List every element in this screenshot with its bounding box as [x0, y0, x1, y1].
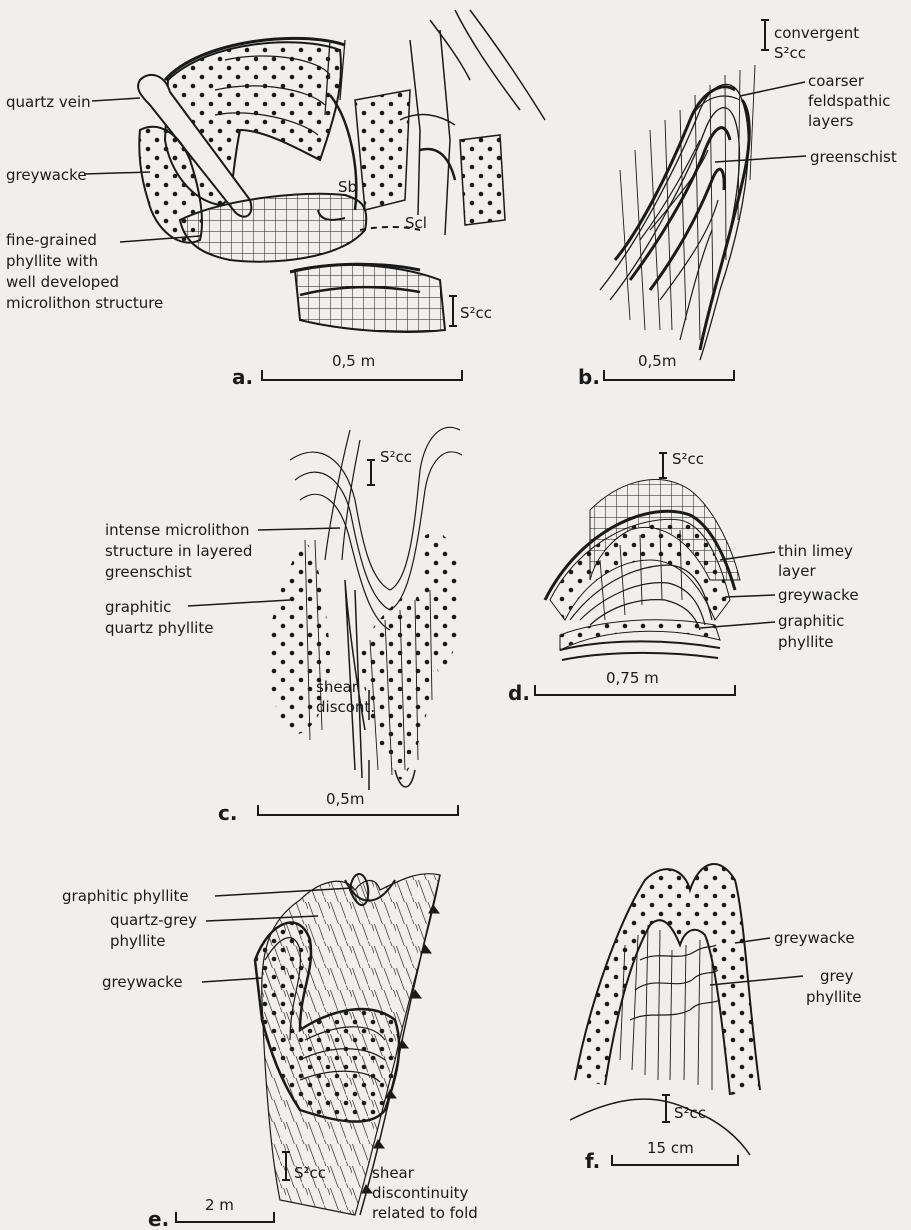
label-limey-2: layer [778, 562, 816, 580]
label-phyllite-4: microlithon structure [6, 294, 163, 312]
panel-d-drawing [545, 453, 740, 660]
label-intense-1: intense microlithon [105, 521, 250, 539]
label-phyllite-1: fine-grained [6, 231, 97, 249]
label-graphitic-c-1: graphitic [105, 598, 171, 616]
label-graphitic-c-2: quartz phyllite [105, 619, 213, 637]
label-qg-1: quartz-grey [110, 911, 197, 929]
label-phyllite-2: phyllite with [6, 252, 98, 270]
panel-b-drawing [600, 20, 769, 360]
panel-a-scale: 0,5 m [332, 352, 375, 370]
panel-a: quartz vein greywacke fine-grained phyll… [6, 10, 545, 389]
panel-e: graphitic phyllite quartz-grey phyllite … [62, 874, 478, 1230]
label-scc-b: S²cc [774, 44, 806, 62]
panel-d-scale: 0,75 m [606, 669, 659, 687]
label-scc-c: S²cc [380, 448, 412, 466]
panel-b: convergent S²cc coarser feldspathic laye… [578, 20, 897, 389]
label-graphitic-e: graphitic phyllite [62, 887, 189, 905]
label-limey-1: thin limey [778, 542, 853, 560]
panel-c-letter: c. [218, 801, 237, 825]
label-greenschist-b: greenschist [810, 148, 897, 166]
panel-c: S²cc intense microlithon structure in la… [105, 427, 462, 825]
label-scc-e: S²cc [294, 1164, 326, 1182]
label-scc-a: S²cc [460, 304, 492, 322]
panel-d-letter: d. [508, 681, 530, 705]
panel-b-letter: b. [578, 365, 600, 389]
panel-b-scale-bar [604, 370, 734, 380]
label-intense-3: greenschist [105, 563, 192, 581]
label-grey-1: grey [820, 967, 854, 985]
label-quartz-vein: quartz vein [6, 93, 91, 111]
label-greywacke-d: greywacke [778, 586, 859, 604]
panel-e-letter: e. [148, 1207, 169, 1230]
label-coarser-1: coarser [808, 72, 865, 90]
panel-f: greywacke grey phyllite S²cc f. 15 cm [570, 864, 862, 1173]
panel-c-scale: 0,5m [326, 790, 364, 808]
label-shear-e-3: related to fold [372, 1204, 478, 1222]
panel-f-letter: f. [585, 1149, 600, 1173]
panel-e-scale: 2 m [205, 1196, 234, 1214]
label-grey-2: phyllite [806, 988, 862, 1006]
label-greywacke: greywacke [6, 166, 87, 184]
label-scc-d: S²cc [672, 450, 704, 468]
label-coarser-3: layers [808, 112, 854, 130]
panel-b-scale: 0,5m [638, 352, 676, 370]
panel-c-drawing [267, 427, 462, 790]
label-phyllite-3: well developed [6, 273, 119, 291]
label-graphitic-d-2: phyllite [778, 633, 834, 651]
label-shear-e-1: shear [372, 1164, 415, 1182]
label-shear-e-2: discontinuity [372, 1184, 469, 1202]
panel-a-drawing [138, 10, 545, 332]
label-intense-2: structure in layered [105, 542, 252, 560]
label-greywacke-f: greywacke [774, 929, 855, 947]
label-shear-c-1: shear [316, 678, 359, 696]
label-shear-c-2: discont. [316, 698, 375, 716]
label-coarser-2: feldspathic [808, 92, 891, 110]
label-greywacke-e: greywacke [102, 973, 183, 991]
panel-a-scale-bar [262, 370, 462, 380]
panel-f-drawing [570, 864, 760, 1155]
label-graphitic-d-1: graphitic [778, 612, 844, 630]
label-scc-f: S²cc [674, 1104, 706, 1122]
label-scl: Scl [405, 214, 427, 232]
label-sb: Sb [338, 178, 357, 196]
panel-a-letter: a. [232, 365, 253, 389]
panel-d: S²cc thin limey layer greywacke graphiti… [508, 450, 859, 705]
label-qg-2: phyllite [110, 932, 166, 950]
panel-f-scale: 15 cm [647, 1139, 694, 1157]
label-convergent: convergent [774, 24, 859, 42]
